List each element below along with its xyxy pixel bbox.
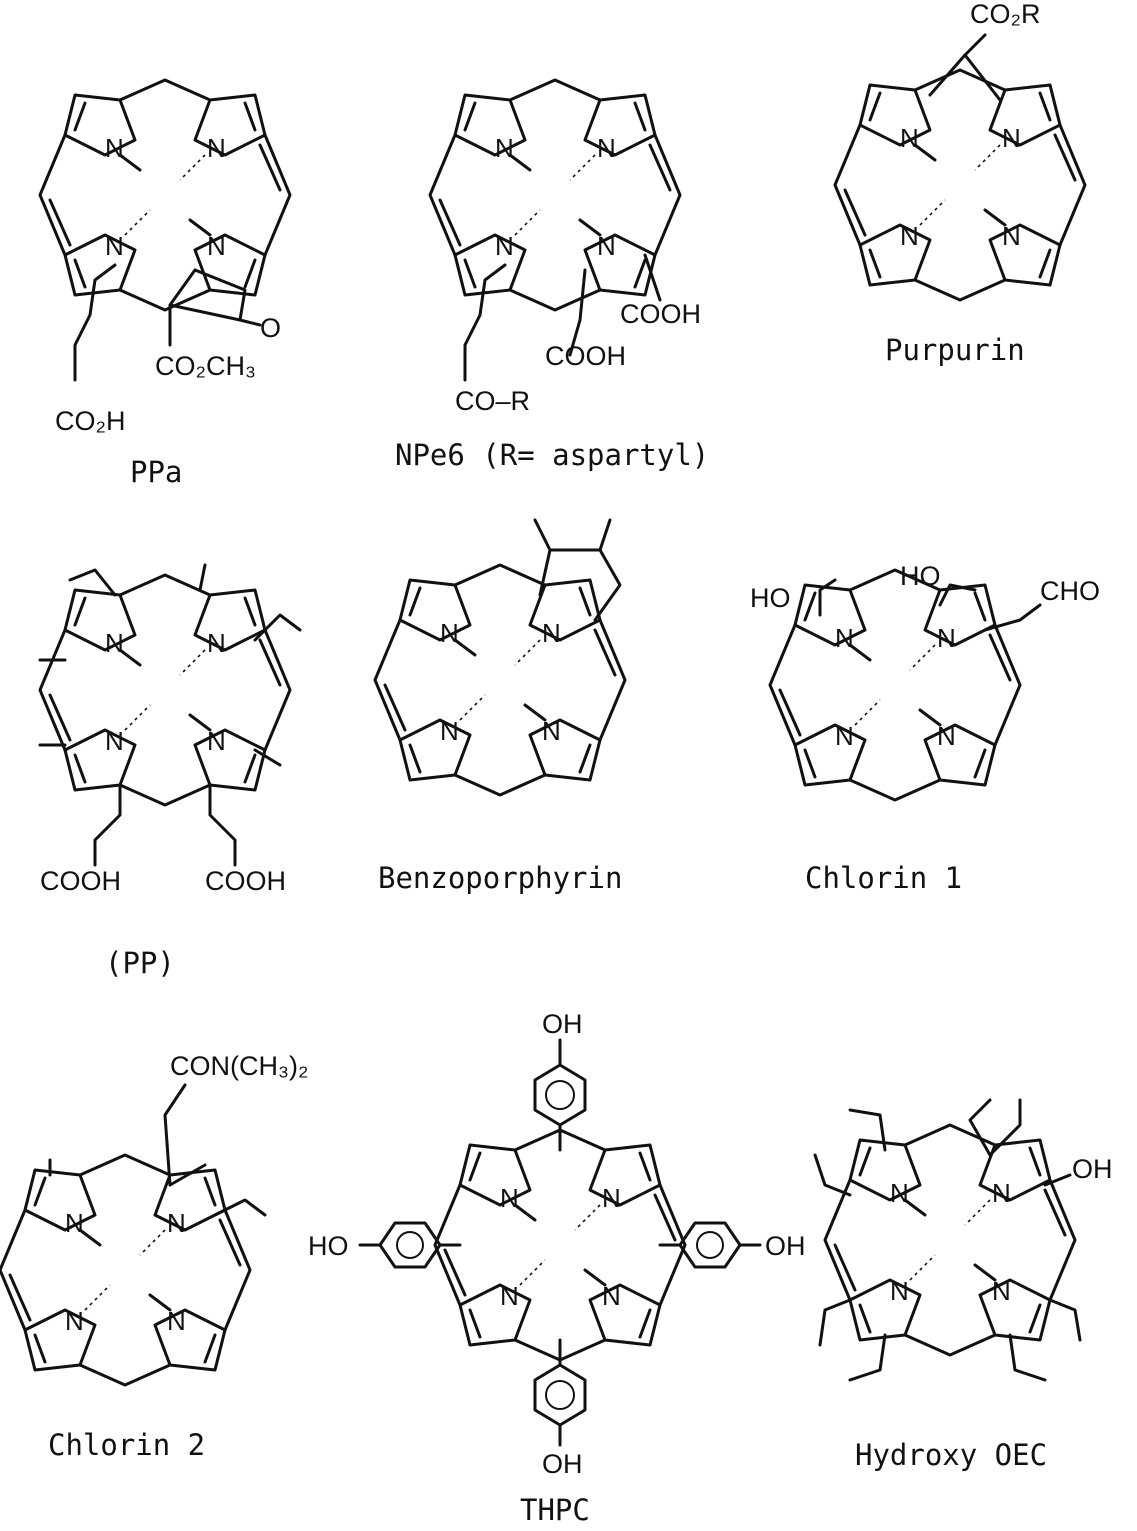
- caption-pp: (PP): [105, 946, 175, 980]
- ppa-ester-group: CO₂CH₃: [155, 351, 256, 381]
- ketone-oxygen: O: [260, 313, 281, 343]
- npe6-acid-group-1: COOH: [620, 299, 701, 329]
- caption-ppa: PPa: [130, 455, 182, 489]
- purpurin-ester-group: CO₂R: [970, 0, 1040, 29]
- structure-chlorin-1: HO HO CHO: [750, 561, 1100, 802]
- structure-protoporphyrin: COOH COOH: [38, 563, 302, 896]
- npe6-amide-group: CO–R: [455, 386, 530, 416]
- thpc-hydroxyl-bottom: OH: [542, 1449, 583, 1479]
- caption-benzoporphyrin: Benzoporphyrin: [378, 861, 622, 895]
- structure-benzoporphyrin: [373, 518, 627, 797]
- chlorin2-amide-group: CON(CH₃)₂: [170, 1051, 308, 1081]
- pp-acid-group-2: COOH: [205, 866, 286, 896]
- chlorin1-hydroxyl-1: HO: [750, 583, 791, 613]
- structure-chlorin-2: CON(CH₃)₂: [0, 1051, 308, 1387]
- chlorin1-aldehyde: CHO: [1040, 576, 1100, 606]
- pp-acid-group-1: COOH: [40, 866, 121, 896]
- chlorin1-hydroxyl-2: HO: [900, 561, 941, 591]
- caption-chlorin-2: Chlorin 2: [48, 1428, 205, 1462]
- thpc-hydroxyl-right: OH: [765, 1231, 806, 1261]
- npe6-acid-group-2: COOH: [545, 341, 626, 371]
- structure-npe6: COOH COOH CO–R: [428, 78, 701, 416]
- caption-thpc: THPC: [520, 1493, 590, 1527]
- thpc-hydroxyl-left: HO: [308, 1231, 349, 1261]
- ppa-acid-group: CO₂H: [55, 406, 125, 436]
- oec-hydroxyl: OH: [1072, 1154, 1113, 1184]
- structure-thpc: OH OH HO OH: [308, 1009, 806, 1479]
- caption-hydroxy-oec: Hydroxy OEC: [855, 1438, 1047, 1472]
- caption-npe6: NPe6 (R= aspartyl): [395, 438, 709, 472]
- structure-purpurin: CO₂R: [833, 0, 1087, 302]
- caption-purpurin: Purpurin: [885, 333, 1025, 367]
- structure-ppa: O CO₂H CO₂CH₃: [38, 78, 292, 436]
- structure-hydroxy-oec: OH: [813, 1098, 1113, 1382]
- thpc-hydroxyl-top: OH: [542, 1009, 583, 1039]
- caption-chlorin-1: Chlorin 1: [805, 861, 962, 895]
